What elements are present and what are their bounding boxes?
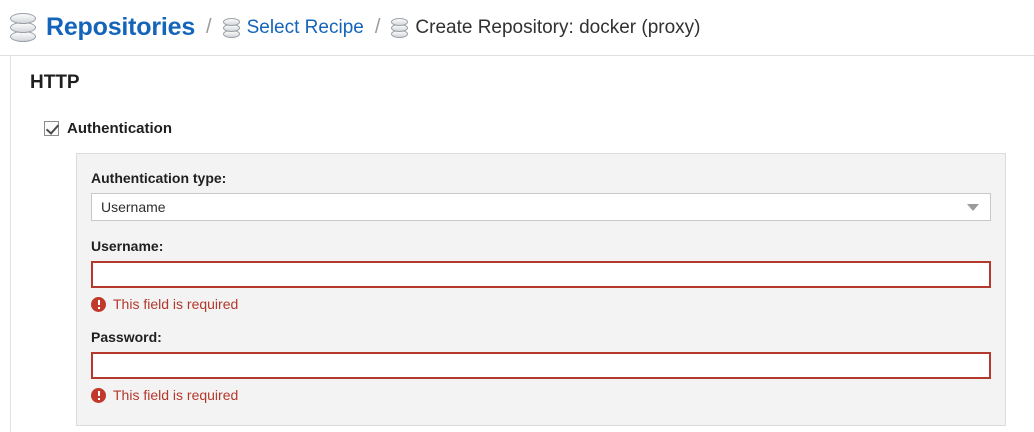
breadcrumb-separator: / bbox=[206, 16, 212, 38]
database-icon bbox=[10, 12, 36, 43]
authentication-checkbox[interactable] bbox=[44, 121, 59, 136]
username-error-text: This field is required bbox=[113, 296, 239, 312]
password-error-text: This field is required bbox=[113, 387, 239, 403]
auth-type-label: Authentication type: bbox=[91, 170, 227, 186]
page-content: HTTP Authentication Authentication type:… bbox=[0, 56, 1034, 432]
username-label: Username: bbox=[91, 238, 164, 254]
breadcrumb-item-select-recipe[interactable]: Select Recipe bbox=[222, 16, 364, 39]
breadcrumb-root-label: Repositories bbox=[46, 13, 196, 41]
authentication-checkbox-row[interactable]: Authentication bbox=[44, 120, 1034, 137]
password-label: Password: bbox=[91, 329, 162, 345]
error-circle-icon bbox=[91, 296, 106, 312]
password-error: This field is required bbox=[91, 387, 991, 403]
database-icon bbox=[222, 17, 240, 38]
breadcrumb-item-label[interactable]: Select Recipe bbox=[246, 16, 364, 38]
breadcrumb-item-create-repository: Create Repository: docker (proxy) bbox=[391, 16, 701, 39]
error-circle-icon bbox=[91, 387, 106, 403]
breadcrumb-separator: / bbox=[374, 16, 381, 38]
username-error: This field is required bbox=[91, 296, 991, 312]
auth-type-select[interactable]: Username bbox=[91, 193, 991, 221]
auth-type-selected-value: Username bbox=[101, 199, 166, 215]
database-icon bbox=[391, 17, 409, 38]
breadcrumb-root[interactable]: Repositories bbox=[10, 12, 196, 43]
breadcrumb-current-label: Create Repository: docker (proxy) bbox=[415, 16, 701, 38]
password-input[interactable] bbox=[91, 352, 991, 379]
breadcrumb-header: Repositories / Select Recipe / Create Re… bbox=[0, 0, 1034, 56]
chevron-down-icon[interactable] bbox=[967, 203, 979, 211]
username-input[interactable] bbox=[91, 261, 991, 288]
authentication-panel: Authentication type: Username Username: … bbox=[76, 153, 1006, 426]
section-title-http: HTTP bbox=[30, 72, 80, 93]
authentication-checkbox-label: Authentication bbox=[67, 120, 172, 137]
